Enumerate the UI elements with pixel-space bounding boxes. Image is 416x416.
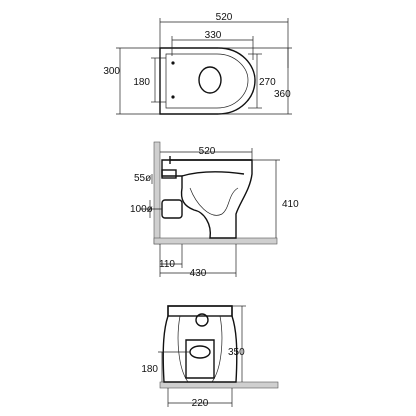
side-length-top-label: 520 — [199, 146, 216, 157]
rear-width-label: 220 — [192, 398, 209, 409]
rear-height-label: 350 — [228, 347, 245, 358]
rear-view: 350 180 220 — [141, 305, 279, 409]
top-view-bowl-inner — [165, 53, 249, 109]
side-outlet-offset-label: 110 — [159, 259, 175, 270]
rear-floor — [159, 381, 279, 389]
top-view-bowl-outline — [159, 47, 256, 115]
side-inlet — [161, 169, 177, 179]
top-depth-total-label: 360 — [274, 89, 291, 100]
top-view-opening — [198, 66, 222, 94]
side-floor — [153, 237, 278, 245]
side-outlet — [161, 199, 183, 219]
rear-view-rim — [167, 305, 233, 317]
side-view-body — [161, 159, 253, 239]
top-view-fixing-hole-bottom — [171, 95, 175, 99]
rear-outlet-height-label: 180 — [141, 364, 158, 375]
rear-outlet — [189, 345, 211, 359]
rear-outlet-recess — [185, 339, 215, 379]
side-view-trap — [181, 171, 245, 177]
rear-inlet — [195, 313, 209, 327]
top-width-total-label: 520 — [216, 12, 233, 23]
side-view: 520 55ø 100ø 410 110 430 — [130, 141, 299, 279]
top-view-fixing-hole-top — [171, 61, 175, 65]
side-inlet-label: 55ø — [134, 173, 151, 184]
top-height-inner-label: 180 — [133, 77, 150, 88]
side-height-label: 410 — [282, 199, 299, 210]
side-length-bottom-label: 430 — [190, 268, 207, 279]
top-depth-right-label: 270 — [259, 77, 276, 88]
top-width-inner-label: 330 — [205, 30, 222, 41]
rear-view-body — [162, 305, 238, 383]
top-height-total-label: 300 — [103, 66, 120, 77]
side-wall — [153, 141, 161, 245]
top-view: 520 330 300 180 270 360 — [103, 12, 292, 115]
side-outlet-label: 100ø — [130, 204, 153, 215]
